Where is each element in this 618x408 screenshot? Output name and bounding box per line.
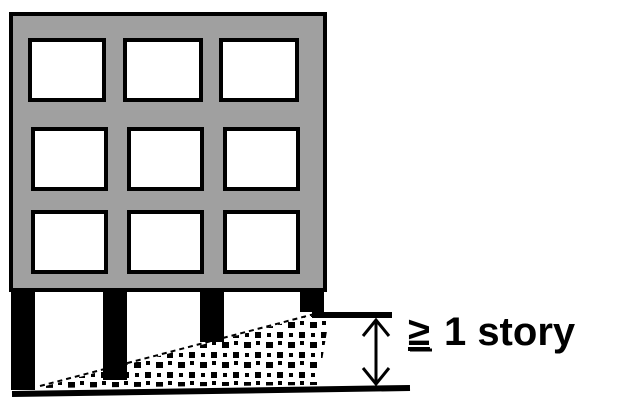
- fill-wedge: [38, 313, 330, 388]
- wedge-slope-line: [39, 311, 323, 387]
- window: [123, 38, 203, 102]
- story-count-label: 1 story: [444, 310, 576, 354]
- window: [223, 210, 300, 274]
- height-annotation: ≥1 story: [408, 310, 576, 354]
- window: [223, 127, 300, 191]
- window: [219, 38, 299, 102]
- ground-column: [11, 290, 35, 390]
- window: [31, 127, 108, 191]
- window: [127, 210, 204, 274]
- window: [31, 210, 108, 274]
- double-arrow-icon: [361, 317, 391, 387]
- window: [28, 38, 106, 102]
- ground-column: [200, 290, 224, 342]
- ground-line: [11, 385, 411, 397]
- window: [127, 127, 204, 191]
- greater-equal-symbol: ≥: [408, 310, 430, 354]
- ground-column: [103, 290, 127, 380]
- ground-column: [300, 290, 324, 312]
